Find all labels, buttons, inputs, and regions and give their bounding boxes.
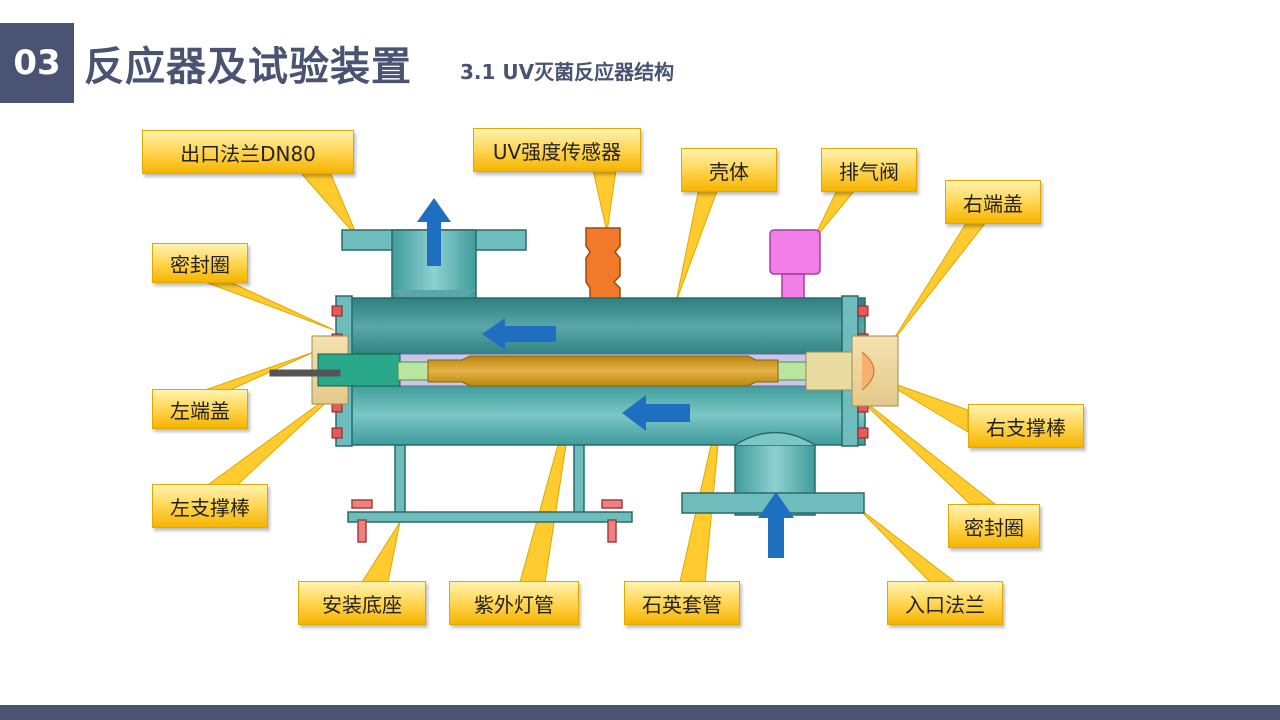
callout-exhaust-valve: 排气阀 [821, 148, 917, 192]
pointer-shell [675, 182, 721, 303]
callout-right-end-cap: 右端盖 [945, 180, 1041, 224]
callout-seal-ring-left: 密封圈 [152, 243, 248, 283]
callout-seal-ring-right: 密封圈 [948, 504, 1040, 548]
callout-shell: 壳体 [681, 148, 777, 192]
callout-left-support-rod: 左支撑棒 [152, 484, 268, 528]
callout-uv-sensor: UV强度传感器 [473, 128, 641, 172]
callout-inlet-flange: 入口法兰 [887, 581, 1003, 625]
pointer-seal-ring-left [204, 281, 335, 331]
lamp-assembly [269, 335, 899, 407]
callout-uv-lamp: 紫外灯管 [449, 581, 579, 625]
flow-arrow-up-outlet [417, 198, 451, 266]
section-number-badge: 03 [0, 23, 74, 103]
footer-bar [0, 705, 1280, 720]
page-title: 反应器及试验装置 [84, 44, 412, 90]
uv-sensor-body [585, 227, 621, 301]
reactor-shell [335, 295, 866, 516]
callout-right-support-rod: 右支撑棒 [968, 404, 1084, 448]
callout-pointers [203, 169, 997, 583]
callout-outlet-flange: 出口法兰DN80 [142, 130, 354, 174]
pointer-mounting-base [361, 521, 401, 583]
flow-arrow-left-lower [622, 395, 690, 431]
callout-mounting-base: 安装底座 [298, 581, 426, 625]
callout-quartz-sleeve: 石英套管 [624, 581, 740, 625]
callout-left-end-cap: 左端盖 [152, 389, 248, 429]
pointer-uv-sensor [592, 169, 617, 233]
pointer-right-end-cap [889, 216, 992, 346]
flow-arrows [417, 198, 794, 558]
pointer-outlet-flange [298, 171, 359, 239]
pointer-inlet-flange [855, 505, 957, 583]
flow-arrow-left-upper [482, 318, 556, 350]
flow-arrow-up-inlet [758, 492, 794, 558]
exhaust-valve-body [769, 229, 821, 301]
page-subtitle: 3.1 UV灭菌反应器结构 [460, 60, 675, 84]
mounting-base-structure [347, 444, 633, 543]
